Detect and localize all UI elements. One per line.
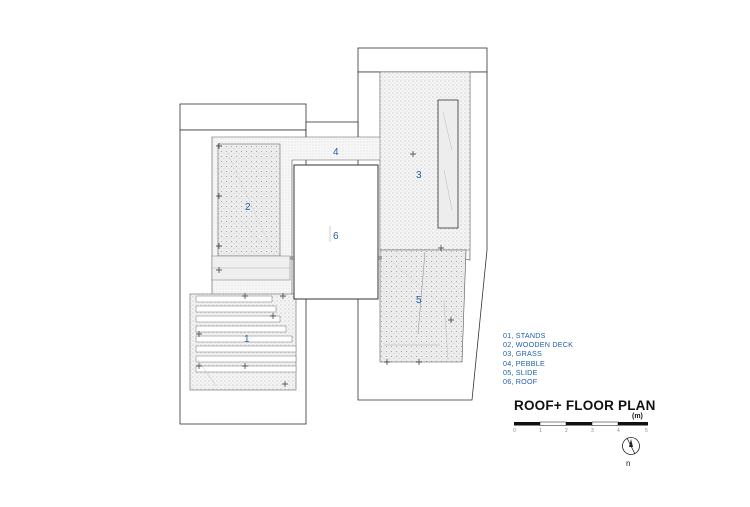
legend-item-stands: 01, STANDS <box>503 331 546 340</box>
legend-item-wooden-deck: 02, WOODEN DECK <box>503 340 574 350</box>
stands-area <box>189 293 297 391</box>
zone-label-3: 3 <box>416 170 422 181</box>
zone-label-1: 1 <box>244 334 250 345</box>
zone-label-6: 6 <box>333 231 339 242</box>
scale-tick-3: 3 <box>591 428 594 434</box>
plan-title: ROOF+ FLOOR PLAN <box>514 398 656 413</box>
scale-tick-0: 0 <box>513 428 516 434</box>
scale-tick-4: 4 <box>617 428 620 434</box>
legend-item-slide: 05, SLIDE <box>503 367 538 377</box>
legend-item-roof: 06, ROOF <box>503 377 538 387</box>
legend-item-grass: 03, GRASS <box>503 349 542 359</box>
grass-planter <box>437 99 459 229</box>
legend: 01, STANDS 02, WOODEN DECK 03, GRASS 04,… <box>503 331 573 386</box>
scale-bar: 0 1 2 3 4 5 <box>513 421 648 434</box>
north-arrow-icon: n <box>622 437 640 468</box>
slide-area <box>379 249 467 363</box>
column-markers <box>196 143 454 387</box>
north-label: n <box>626 459 630 468</box>
zone-label-2: 2 <box>245 202 251 213</box>
zone-label-4: 4 <box>333 147 339 158</box>
scale-tick-2: 2 <box>565 428 568 434</box>
scale-unit-label: (m) <box>632 413 643 420</box>
scale-tick-5: 5 <box>645 428 648 434</box>
legend-item-pebble: 04, PEBBLE <box>503 358 545 368</box>
roof-block <box>293 164 379 300</box>
zone-label-5: 5 <box>416 295 422 306</box>
scale-tick-1: 1 <box>539 428 542 434</box>
